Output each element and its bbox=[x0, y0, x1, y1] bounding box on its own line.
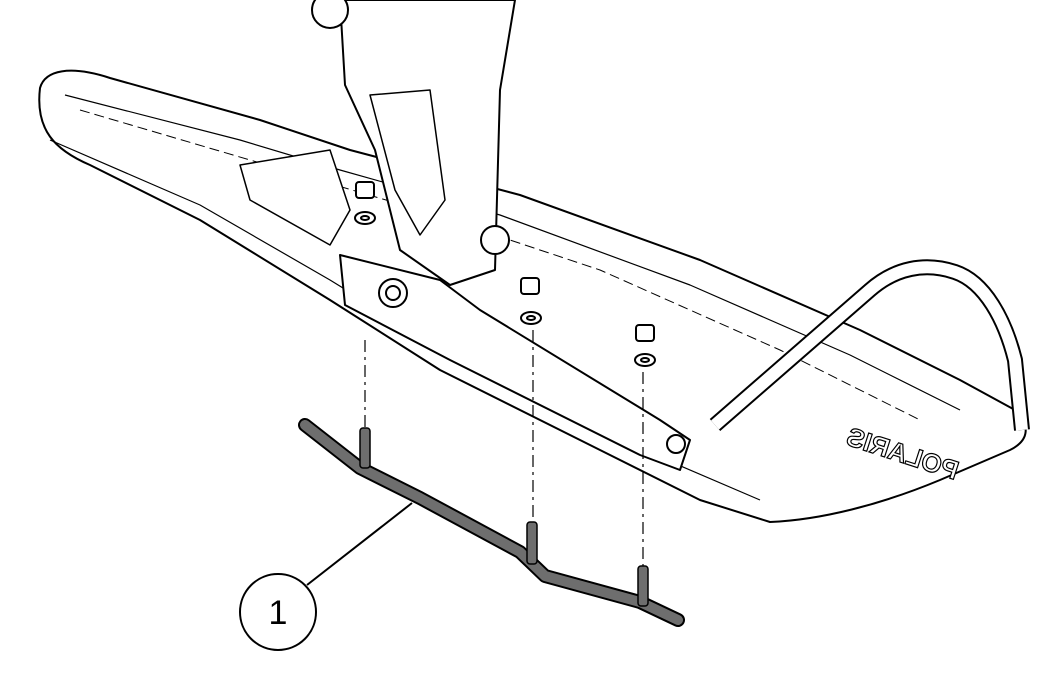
callout-number: 1 bbox=[269, 594, 288, 632]
saddle-bolt-inner bbox=[385, 285, 401, 301]
wear-bar-stud-2 bbox=[526, 521, 538, 565]
spindle-pivot-bolt bbox=[480, 225, 510, 255]
ski-dashed-rib bbox=[79, 109, 921, 421]
ski-recess bbox=[239, 149, 351, 246]
callout-leader bbox=[306, 502, 413, 586]
spindle-pivot bbox=[311, 0, 349, 29]
nut-3 bbox=[635, 324, 655, 342]
saddle-nut bbox=[666, 434, 686, 454]
callout-circle bbox=[239, 573, 317, 651]
wear-bar-stud-3 bbox=[637, 565, 649, 607]
washer-1 bbox=[354, 211, 376, 225]
ski-saddle bbox=[339, 254, 691, 471]
nut-1 bbox=[355, 181, 375, 199]
spindle-cutout bbox=[369, 89, 446, 236]
nut-2 bbox=[520, 277, 540, 295]
wear-bar bbox=[298, 418, 685, 627]
ski-handle-fill bbox=[711, 261, 1028, 431]
wear-bar-stud-1 bbox=[359, 427, 371, 469]
washer-2 bbox=[520, 311, 542, 325]
washer-3 bbox=[634, 353, 656, 367]
